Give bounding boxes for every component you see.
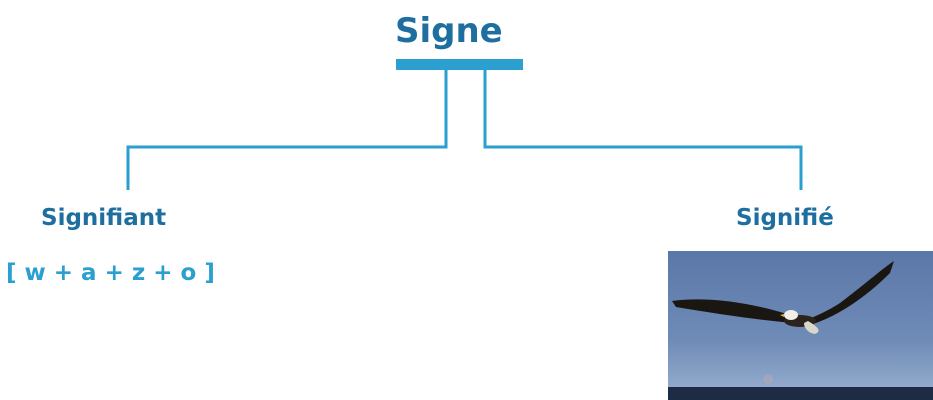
right-branch-line — [483, 70, 803, 190]
eagle-photo — [668, 251, 933, 400]
child-label-signifie: Signifié — [736, 205, 834, 231]
child-label-signifiant: Signifiant — [41, 205, 167, 231]
signifiant-formula: [ w + a + z + o ] — [6, 260, 215, 286]
root-label-signe: Signe — [395, 11, 503, 51]
eagle-photo-image — [668, 251, 933, 400]
left-branch-line — [126, 70, 448, 190]
root-underline-bar — [396, 59, 523, 70]
